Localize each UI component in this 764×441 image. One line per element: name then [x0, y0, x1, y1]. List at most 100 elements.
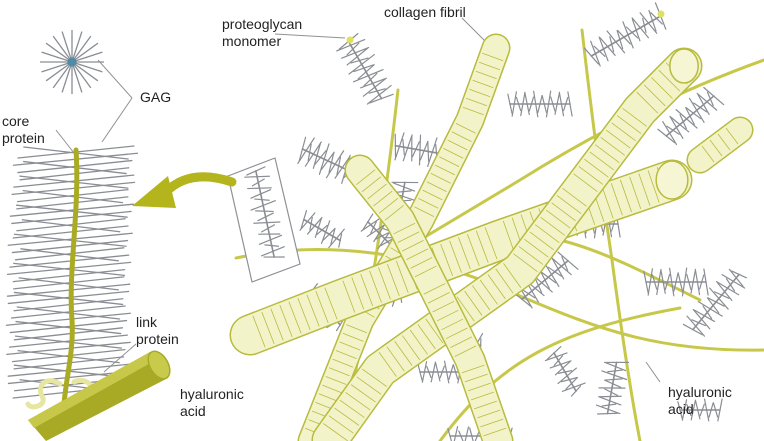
proteoglycan-monomer — [336, 33, 394, 105]
gag-bristle — [541, 95, 547, 113]
gag-bristle — [533, 90, 539, 118]
fibril-striation — [378, 352, 397, 377]
gag-bristle — [549, 360, 572, 369]
fibril-striation — [386, 263, 400, 297]
inset-proteoglycan — [244, 166, 285, 258]
inset-box — [227, 157, 301, 283]
gag-bristle — [469, 427, 474, 441]
fibril-striation — [610, 183, 623, 216]
gag-bristle — [464, 426, 470, 441]
gag-bristle — [651, 274, 658, 290]
fibril-striation — [717, 133, 731, 151]
gag-bristle — [666, 125, 680, 135]
gag-bristle — [605, 362, 627, 372]
gag-bristle — [694, 268, 701, 296]
fibril-striation — [342, 332, 364, 342]
fibril-striation — [524, 238, 549, 258]
gag-bristle — [706, 91, 714, 107]
gag-bristle — [677, 401, 683, 419]
gag-bristle — [244, 175, 271, 178]
gag-bristle — [558, 91, 565, 117]
collagen-fibril — [311, 47, 703, 441]
fibril-striation — [462, 106, 484, 116]
fibril-striation — [395, 260, 409, 293]
gag-bristle — [427, 137, 438, 168]
gag-bristle — [681, 399, 688, 421]
gag-bristle — [375, 232, 389, 240]
gag-bristle — [330, 227, 336, 245]
gag-bristle — [511, 91, 517, 117]
fibril-striation — [261, 312, 275, 344]
gag-bristle — [316, 224, 328, 236]
fibril-striation — [425, 318, 444, 344]
gag-bristle — [537, 94, 543, 114]
fibril-striation — [540, 217, 565, 236]
gag-bristle — [703, 398, 710, 422]
gag-bristle — [521, 289, 536, 299]
fibril-striation — [601, 186, 614, 219]
gag-bristle — [545, 90, 552, 118]
gag-bristle — [336, 38, 366, 52]
fibril-striation — [339, 341, 361, 351]
gag-bristle — [362, 213, 374, 231]
gag-bristle — [21, 219, 121, 233]
fibril-striation — [378, 197, 399, 214]
gag-bristle — [402, 134, 413, 162]
gag-bristle — [565, 377, 578, 390]
fibril-striation — [600, 137, 625, 156]
gag-bristle — [647, 268, 653, 296]
fibril-striation — [636, 91, 659, 114]
label-hyaluronic-acid-left-line2: acid — [180, 403, 206, 419]
gag-bristle — [253, 221, 281, 224]
fibril-striation — [422, 189, 443, 201]
gag-bristle — [546, 346, 562, 360]
gag-bristle — [336, 156, 342, 176]
gag-bristle — [557, 251, 579, 270]
gag-bristle — [13, 233, 127, 247]
gag-bristle — [11, 239, 129, 254]
fibril-striation — [472, 79, 494, 89]
gag-bristle — [540, 271, 550, 289]
fibril-striation — [535, 224, 560, 243]
fibril-striation — [406, 248, 429, 261]
fibril-striation — [360, 273, 374, 307]
fibril-striation — [450, 336, 473, 348]
gag-bristle — [314, 150, 327, 165]
gag-bristle — [304, 141, 322, 167]
gag-bristle — [617, 29, 631, 45]
gag-bristle — [309, 216, 313, 231]
gag-bristle — [328, 151, 335, 174]
gag-bristle — [363, 72, 378, 87]
gag-bristle — [561, 382, 586, 392]
fibril-striation — [436, 309, 459, 322]
gag-bristle — [563, 96, 569, 112]
gag-bristle — [685, 107, 702, 120]
proteoglycan-monomer — [299, 210, 345, 249]
proteoglycan-monomer — [544, 346, 586, 397]
collagen-fibril — [229, 159, 693, 356]
gag-bristle — [247, 187, 272, 190]
gag-bristle — [534, 277, 543, 294]
gag-bristle — [716, 282, 733, 301]
gag-star-ray — [41, 51, 73, 63]
gag-bristle — [616, 29, 624, 50]
gag-bristle — [598, 396, 622, 406]
gag-bristle — [458, 430, 464, 441]
fibril-striation — [346, 324, 367, 334]
gag-bristle — [254, 198, 270, 201]
gag-star-ray — [45, 42, 73, 63]
fibril-striation — [458, 237, 471, 270]
gag-bristle — [16, 306, 121, 320]
gag-bristle — [16, 188, 129, 203]
gag-bristle — [366, 223, 387, 238]
fibril-striation — [556, 195, 582, 214]
gag-bristle — [631, 18, 641, 42]
label-core-protein-line2: protein — [2, 130, 45, 146]
gag-bristle — [583, 47, 600, 65]
fibril-striation — [369, 270, 382, 303]
gag-star-ray — [71, 61, 83, 93]
gag-bristle — [346, 47, 369, 66]
gag-bristle — [609, 36, 615, 53]
fibril-body — [231, 161, 691, 354]
